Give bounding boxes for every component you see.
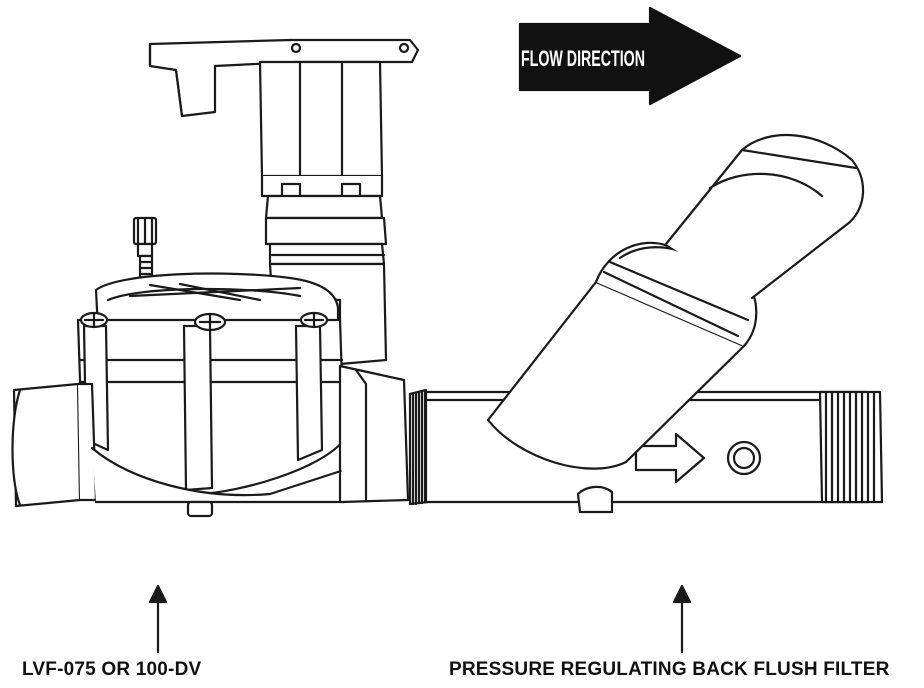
flow-direction-text: FLOW DIRECTION bbox=[521, 46, 645, 71]
solenoid bbox=[148, 38, 420, 366]
valve-pointer-arrow bbox=[148, 584, 168, 654]
right-thread bbox=[818, 390, 884, 504]
valve-model-label: LVF-075 OR 100-DV bbox=[22, 659, 202, 680]
filter-canister bbox=[486, 133, 865, 470]
filter-pointer-arrow bbox=[672, 584, 692, 654]
valve-bonnet bbox=[76, 272, 346, 496]
filter-label: PRESSURE REGULATING BACK FLUSH FILTER bbox=[449, 659, 890, 680]
valve-body bbox=[11, 364, 410, 518]
flow-direction-arrow: FLOW DIRECTION bbox=[518, 6, 742, 106]
